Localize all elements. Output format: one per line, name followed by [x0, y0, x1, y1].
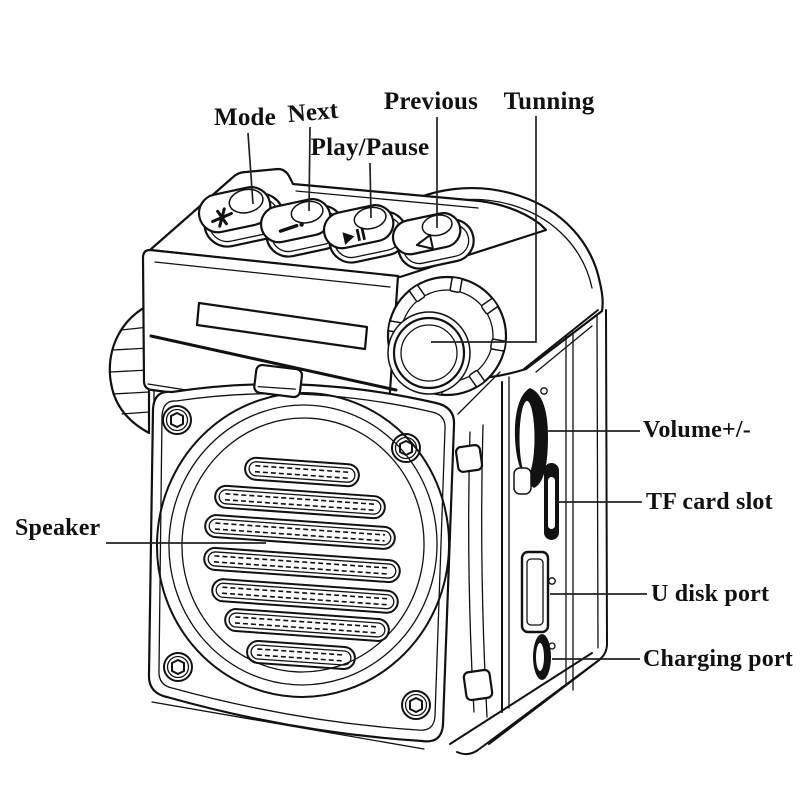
- side-clip-tab-upper: [454, 443, 484, 473]
- leader-tunning: [431, 116, 537, 343]
- leader-play-pause: [369, 162, 372, 219]
- corner-screws: [162, 405, 431, 720]
- previous-button-drawing: [391, 212, 475, 270]
- speaker-grille: [155, 392, 451, 698]
- volume-wheel: [513, 387, 548, 495]
- side-clip-tab-lower: [462, 668, 494, 702]
- grille-slots: [203, 456, 401, 670]
- dash-icon: [278, 222, 304, 233]
- front-plate: [147, 383, 456, 750]
- label-play-pause: Play/Pause: [310, 134, 430, 161]
- next-button-drawing: [259, 198, 345, 258]
- display-window: [195, 301, 369, 351]
- play-pause-icon: [342, 227, 366, 245]
- screw-bottom-left: [163, 652, 193, 682]
- play-pause-button-drawing: [322, 204, 408, 264]
- screw-bottom-right: [401, 690, 431, 720]
- label-u-disk: U disk port: [651, 581, 770, 607]
- triangle-outline-icon: [415, 234, 434, 250]
- asterisk-icon: [211, 207, 233, 228]
- screw-top-left: [162, 405, 192, 435]
- leader-lines: [106, 116, 647, 660]
- leader-mode: [247, 132, 254, 205]
- label-speaker: Speaker: [15, 515, 101, 541]
- top-clip-tab: [253, 363, 304, 399]
- label-volume: Volume+/-: [643, 417, 751, 443]
- charging-port-drawing: [533, 634, 556, 680]
- label-charging: Charging port: [643, 646, 793, 672]
- tuning-knob: [386, 275, 508, 397]
- label-next: Next: [286, 96, 340, 129]
- leader-next: [308, 126, 311, 212]
- u-disk-port-drawing: [520, 550, 556, 634]
- tf-card-slot-drawing: [544, 463, 559, 540]
- label-mode: Mode: [214, 104, 276, 131]
- label-tunning: Tunning: [503, 88, 595, 115]
- label-previous: Previous: [383, 88, 479, 115]
- label-tf-card: TF card slot: [646, 489, 773, 515]
